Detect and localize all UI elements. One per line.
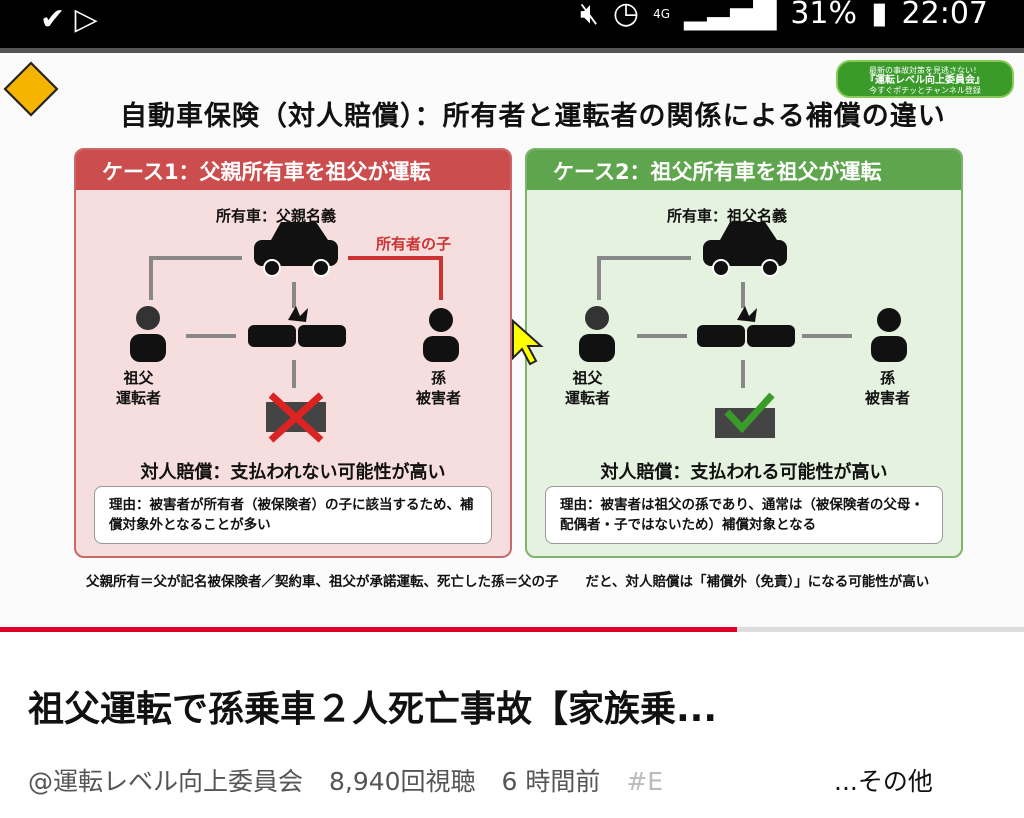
subscribe-banner[interactable]: 最新の事故対策を見逃さない！ 『運転レベル向上委員会』 今すぐポチッとチャンネル… [836,60,1014,98]
video-title[interactable]: 祖父運転で孫乗車２人死亡事故【家族乗... [28,689,718,730]
case1-diagram [130,222,459,443]
case1-result: 対人賠償：支払われない可能性が高い [140,462,446,483]
case1-owner: 所有車：父親名義 [216,207,337,225]
case1-header: ケース1：父親所有車を祖父が運転 [76,150,510,190]
grandfather-icon [579,306,615,362]
hashtag[interactable]: #E [626,767,664,796]
case1-panel: ケース1：父親所有車を祖父が運転 所有車：父親名義 所有者の子 祖父 運転者 孫… [74,148,512,558]
network-icon: 4G [653,6,671,21]
progress-fill [0,627,738,632]
banner-line3: 今すぐポチッとチャンネル登録 [869,86,981,95]
money-paid-icon [715,392,775,438]
mouse-cursor-icon [512,318,544,366]
video-meta: @運転レベル向上委員会 8,940回視聴 6 時間前 #E [28,762,681,798]
banner-line1: 最新の事故対策を見逃さない！ [869,66,981,75]
case2-panel: ケース2：祖父所有車を祖父が運転 所有車：祖父名義 祖父 運転者 孫 被害者 対… [525,148,963,558]
clock: 22:07 [901,0,988,31]
signal-icon: ▂▃▅▇ [684,0,777,31]
grandchild-icon [423,308,459,362]
alarm-icon: ◷ [612,0,640,31]
car-icon [254,222,338,277]
slide-note: 父親所有＝父が記名被保険者／契約車、祖父が承諾運転、死亡した孫＝父の子 だと、対… [86,574,930,590]
collision-icon [697,306,795,347]
more-link[interactable]: ...その他 [834,767,933,796]
case2-header: ケース2：祖父所有車を祖父が運転 [527,150,961,190]
case2-diagram [579,222,907,438]
case2-driver: 祖父 運転者 [565,369,611,407]
channel-name[interactable]: @運転レベル向上委員会 [28,767,304,796]
slide-heading: 自動車保険（対人賠償）：所有者と運転者の関係による補償の違い [120,101,946,132]
mute-icon: 🔇︎ [580,0,599,31]
upload-age: 6 時間前 [501,767,601,796]
grandchild-icon [871,308,907,362]
case2-result: 対人賠償：支払われる可能性が高い [600,462,888,483]
case2-victim: 孫 被害者 [865,369,911,407]
case2-owner: 所有車：祖父名義 [667,207,788,225]
case1-arrow-label: 所有者の子 [376,235,452,253]
case1-victim: 孫 被害者 [416,369,462,407]
case1-driver: 祖父 運転者 [116,369,162,407]
battery-text: 31% [790,0,858,31]
case2-reason: 理由：被害者は祖父の孫であり、通常は（被保険者の父母・配偶者・子ではないため）補… [545,486,943,544]
battery-icon: ▮ [871,0,888,31]
car-icon [703,222,787,277]
case1-reason: 理由：被害者が所有者（被保険者）の子に該当するため、補償対象外となることが多い [94,486,492,544]
notification-icons: ✔ ▷ [40,2,98,37]
collision-icon [248,306,346,347]
banner-line2: 『運転レベル向上委員会』 [865,75,985,86]
money-denied-icon [266,392,326,443]
status-bar: ✔ ▷ 🔇︎ ◷ 4G ▂▃▅▇ 31% ▮ 22:07 [0,0,1024,48]
grandfather-icon [130,306,166,362]
view-count: 8,940回視聴 [328,767,476,796]
